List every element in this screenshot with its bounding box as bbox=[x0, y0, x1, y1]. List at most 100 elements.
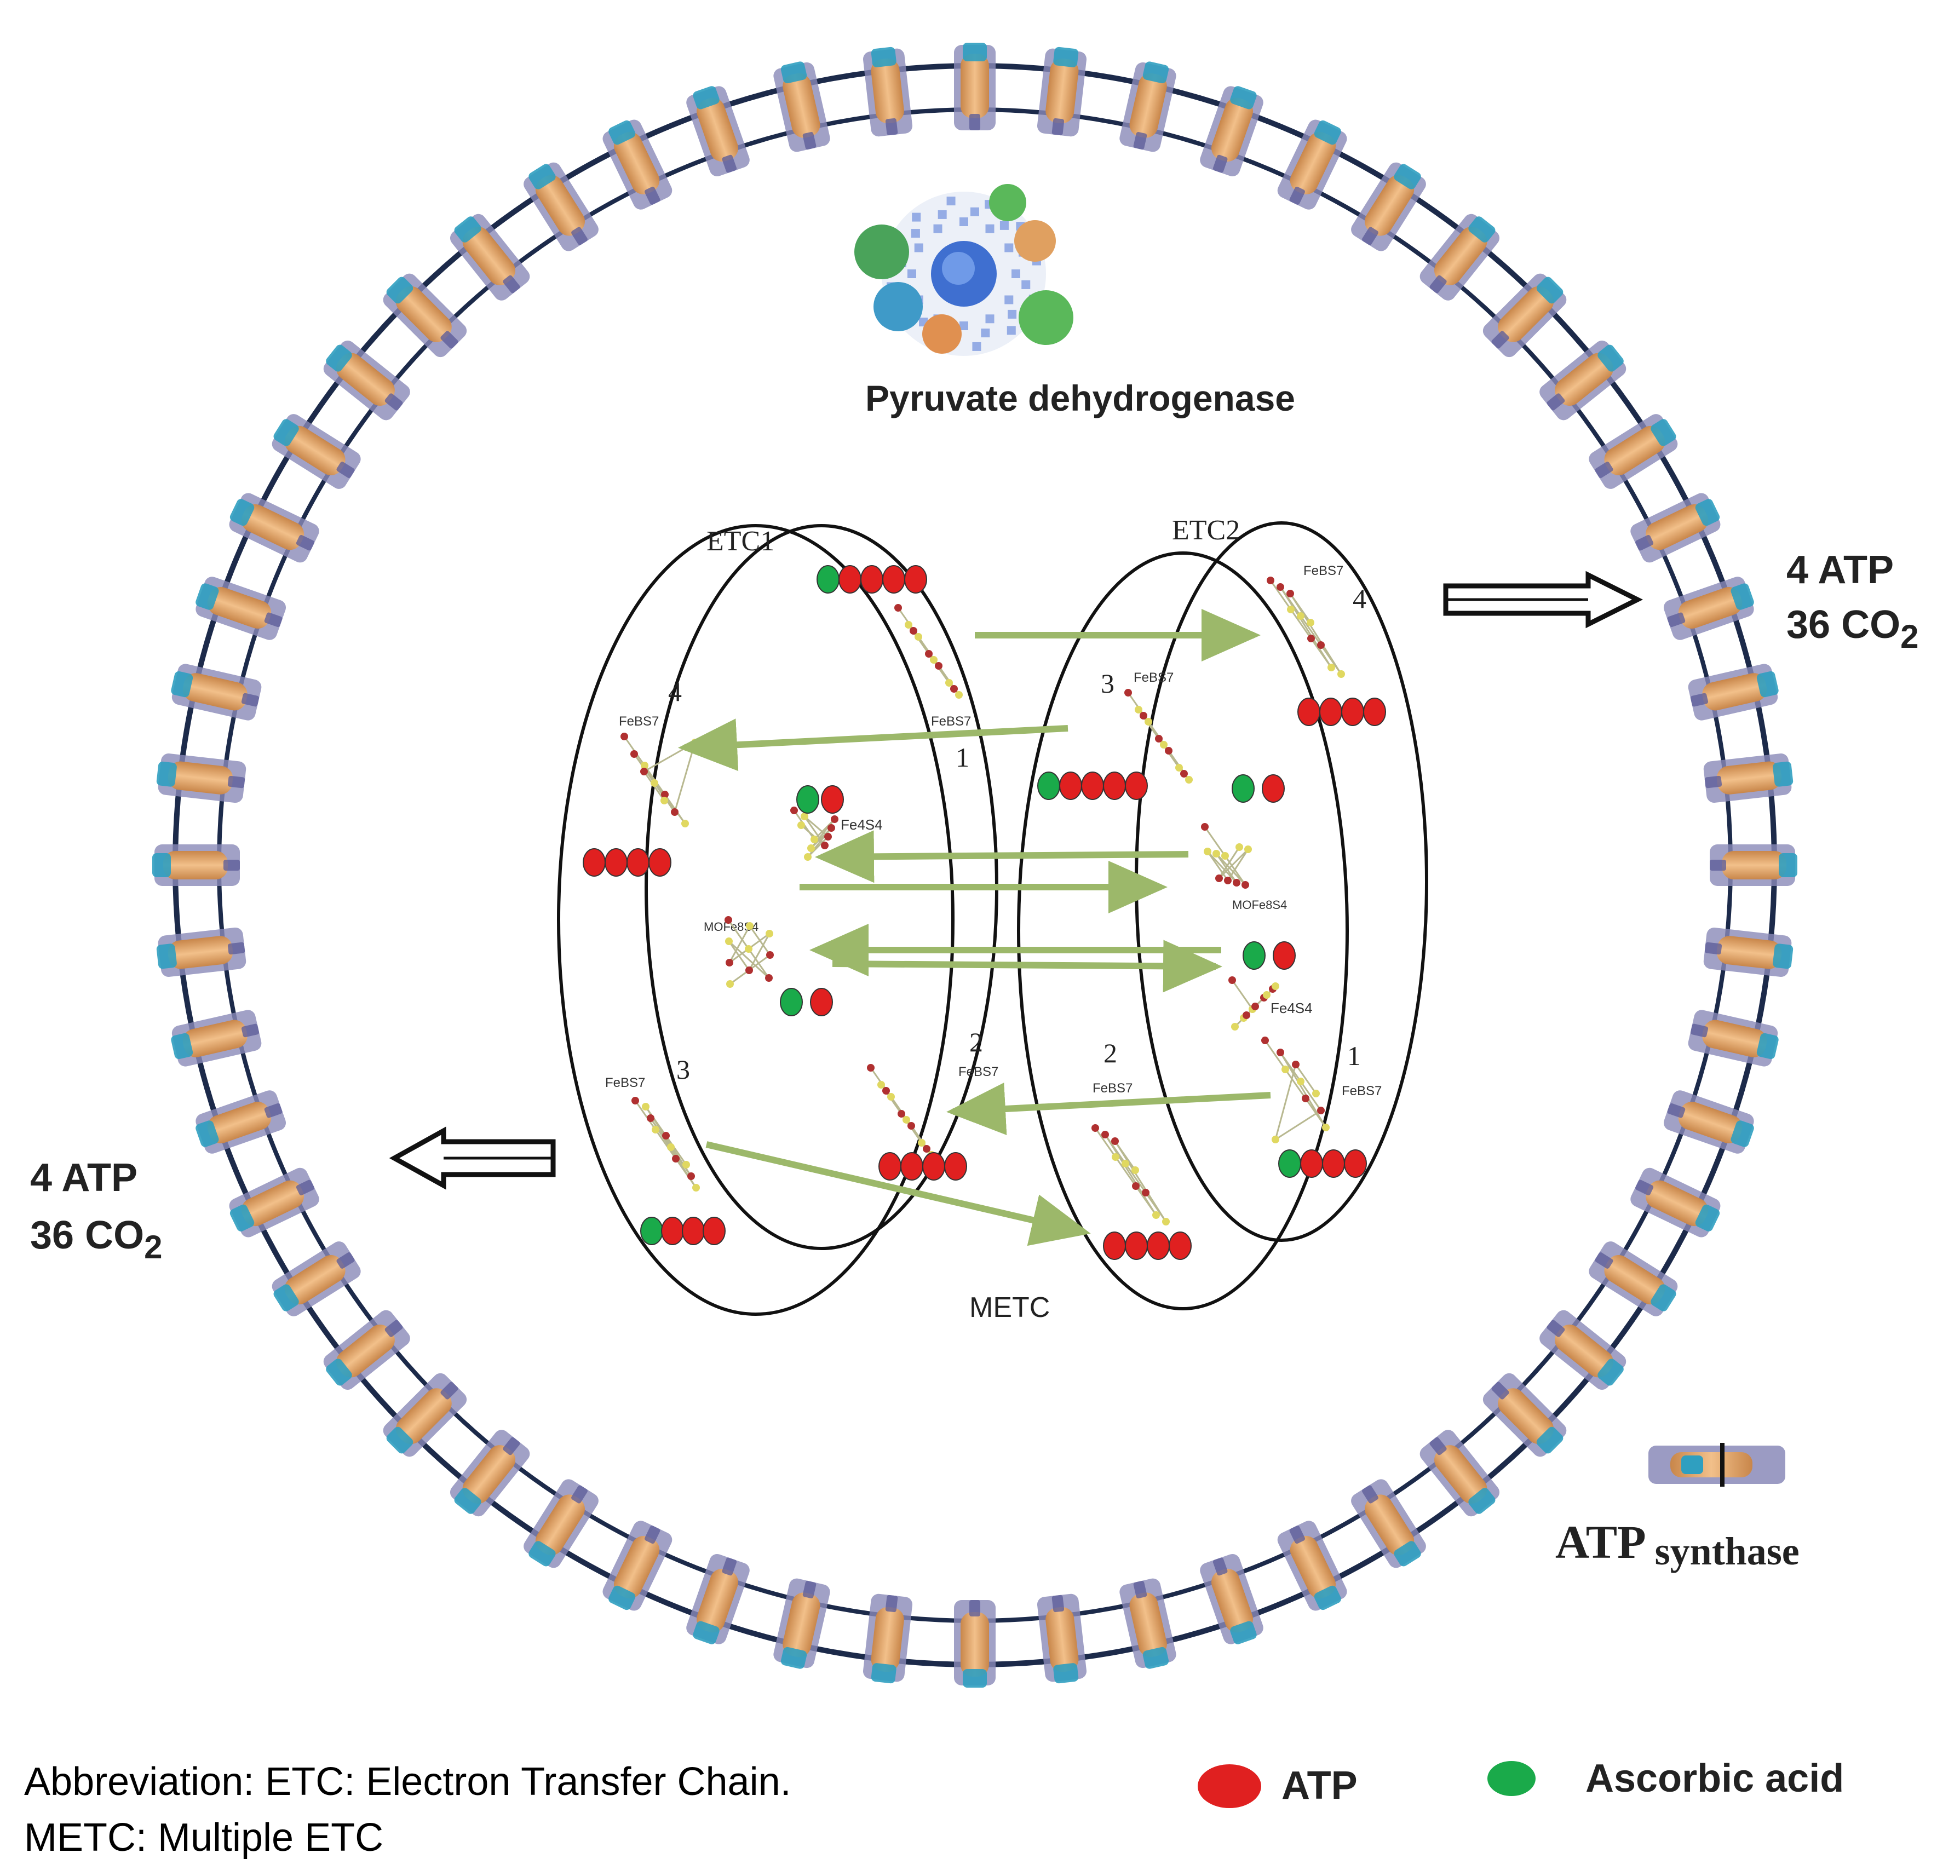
metc-label: METC bbox=[969, 1292, 1050, 1323]
etc2-number-4: 4 bbox=[1353, 583, 1366, 614]
cluster-label: FeBS7 bbox=[931, 714, 971, 729]
atp-synthase-unit bbox=[1688, 1010, 1779, 1067]
atp-synthase-unit bbox=[1710, 844, 1797, 886]
etc1-number-4: 4 bbox=[668, 676, 682, 707]
ascorbic-acid-molecule bbox=[1037, 772, 1060, 800]
atp-synthase-unit bbox=[1482, 1373, 1567, 1457]
ascorbic-acid-molecule bbox=[1278, 1149, 1301, 1178]
molecule-chain bbox=[640, 1217, 726, 1245]
atp-molecule bbox=[838, 565, 861, 594]
atp-synthase-unit bbox=[450, 214, 530, 301]
cluster-label: FeBS7 bbox=[1342, 1084, 1382, 1098]
atp-molecule bbox=[1059, 772, 1082, 800]
atp-molecule bbox=[1297, 698, 1320, 726]
atp-synthase-unit bbox=[272, 1241, 361, 1316]
atp-synthase-unit bbox=[1200, 1553, 1263, 1644]
atp-synthase-unit bbox=[863, 1593, 913, 1684]
atp-synthase-unit bbox=[602, 1521, 673, 1611]
fe-s-cluster bbox=[1267, 577, 1345, 678]
molecule-chain bbox=[878, 1152, 967, 1181]
iron-sulfur-clusters bbox=[620, 577, 1345, 1225]
atp-molecule bbox=[1322, 1149, 1345, 1178]
atp-molecule bbox=[878, 1152, 901, 1181]
atp-molecule bbox=[1262, 774, 1285, 803]
atp-synthase-unit bbox=[863, 47, 913, 137]
etc2-number-1: 1 bbox=[1347, 1040, 1361, 1071]
etc1-ellipse-outer bbox=[557, 524, 955, 1316]
atp-synthase-unit bbox=[1482, 273, 1567, 358]
atp-synthase-unit bbox=[954, 43, 996, 130]
electron-transfer-arrows bbox=[678, 609, 1271, 1246]
output-left-co2: 36 CO2 bbox=[30, 1213, 162, 1265]
ascorbic-acid-molecule bbox=[1232, 774, 1255, 803]
atp-synthase-unit bbox=[1351, 1479, 1426, 1568]
atp-molecule bbox=[944, 1152, 967, 1181]
atp-synthase-unit bbox=[450, 1430, 530, 1517]
cluster-label: FeBS7 bbox=[605, 1075, 645, 1090]
atp-synthase-unit bbox=[196, 1090, 286, 1154]
fe-s-cluster bbox=[1124, 689, 1193, 784]
fe-s-cluster bbox=[867, 1064, 935, 1159]
atp-synthase-unit bbox=[1539, 340, 1626, 421]
atp-synthase-unit bbox=[1663, 1090, 1754, 1154]
etc2-number-2: 2 bbox=[1103, 1038, 1117, 1068]
atp-molecule bbox=[1344, 1149, 1367, 1178]
cluster-label: FeBS7 bbox=[958, 1064, 998, 1079]
ascorbic-acid-molecule bbox=[817, 565, 840, 594]
fe-s-cluster bbox=[1261, 1037, 1330, 1143]
enzyme-label: Pyruvate dehydrogenase bbox=[865, 378, 1295, 418]
etc2-label: ETC2 bbox=[1172, 515, 1240, 546]
atp-synthase-unit bbox=[1663, 577, 1754, 640]
atp-synthase-unit bbox=[1419, 214, 1500, 301]
ascorbic-legend-label: Ascorbic acid bbox=[1585, 1757, 1844, 1800]
molecule-chain bbox=[817, 565, 927, 594]
molecule-chain bbox=[796, 785, 844, 814]
atp-molecule bbox=[1363, 698, 1386, 726]
atp-synthase-unit bbox=[1351, 162, 1426, 251]
molecule-chains bbox=[583, 565, 1386, 1260]
atp-molecule bbox=[605, 848, 628, 877]
atp-synthase-unit bbox=[171, 1010, 262, 1067]
ascorbic-acid-molecule bbox=[780, 988, 803, 1016]
atp-synthase-unit bbox=[1419, 1430, 1500, 1517]
atp-molecule bbox=[1169, 1232, 1192, 1260]
atp-synthase-unit bbox=[1119, 61, 1176, 152]
atp-legend-label: ATP bbox=[1281, 1764, 1358, 1808]
cluster-label: MOFe8S4 bbox=[1232, 898, 1287, 912]
atp-molecule bbox=[1103, 1232, 1126, 1260]
fe-s-cluster bbox=[725, 916, 774, 988]
atp-synthase-unit bbox=[171, 664, 262, 721]
etc1-number-1: 1 bbox=[956, 742, 969, 773]
atp-synthase-unit bbox=[1037, 47, 1087, 137]
output-arrow-right bbox=[1443, 571, 1643, 629]
atp-synthase-unit bbox=[1688, 664, 1779, 721]
molecule-chain bbox=[1037, 772, 1148, 800]
ascorbic-acid-molecule bbox=[796, 785, 819, 814]
atp-synthase-unit bbox=[524, 1479, 599, 1568]
fe-s-cluster bbox=[894, 604, 963, 699]
atp-molecule bbox=[1125, 1232, 1148, 1260]
fe-s-cluster bbox=[1228, 976, 1279, 1031]
molecule-chain bbox=[1243, 941, 1296, 970]
etc1-number-2: 2 bbox=[969, 1027, 983, 1057]
atp-molecule bbox=[810, 988, 833, 1016]
atp-molecule bbox=[1273, 941, 1296, 970]
output-right-co2: 36 CO2 bbox=[1786, 603, 1918, 655]
atp-synthase-unit bbox=[1630, 1167, 1721, 1238]
molecule-chain bbox=[1297, 698, 1386, 726]
atp-molecule bbox=[682, 1217, 705, 1245]
cluster-label: FeBS7 bbox=[1134, 670, 1174, 685]
atp-synthase-unit bbox=[272, 414, 361, 489]
etc2-number-3: 3 bbox=[1101, 668, 1114, 699]
atp-molecule bbox=[1081, 772, 1104, 800]
atp-synthase-unit bbox=[1539, 1310, 1626, 1390]
molecule-chain bbox=[1232, 774, 1285, 803]
etc1-number-3: 3 bbox=[676, 1054, 690, 1085]
atp-synthase-unit bbox=[323, 340, 410, 421]
output-right-atp: 4 ATP bbox=[1786, 548, 1894, 592]
atp-synthase-unit bbox=[686, 1553, 750, 1644]
atp-synthase-ring bbox=[152, 43, 1797, 1688]
atp-synthase-unit bbox=[1589, 1241, 1678, 1316]
output-left-atp: 4 ATP bbox=[30, 1156, 137, 1200]
